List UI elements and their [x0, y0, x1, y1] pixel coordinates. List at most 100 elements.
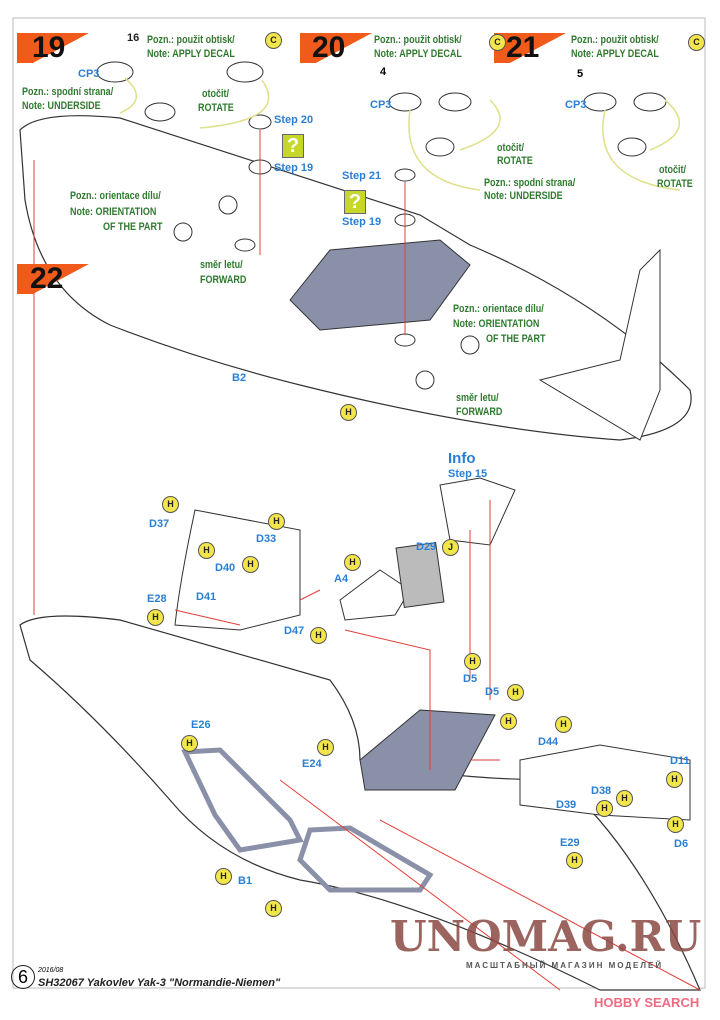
note-rotate-en: ROTATE	[198, 102, 234, 114]
armor-plate-d29	[395, 541, 445, 609]
step-20-number: 20	[312, 31, 346, 64]
paint-h-icon: H	[464, 653, 481, 670]
paint-h-icon: H	[566, 852, 583, 869]
part-label: E29	[560, 837, 580, 849]
note-orientation-en2: OF THE PART	[103, 221, 163, 233]
part-label: D5	[463, 673, 478, 685]
tail-fin	[538, 248, 661, 441]
paint-h-icon: H	[181, 735, 198, 752]
part-label: D5	[485, 686, 500, 698]
seat-a4	[339, 569, 411, 621]
page-border	[12, 17, 706, 989]
paint-h-icon: H	[215, 868, 232, 885]
paint-c-icon: C	[688, 34, 705, 51]
part-label: D41	[196, 591, 217, 603]
part-label: E26	[191, 719, 211, 731]
part-label: D38	[591, 785, 612, 797]
step-ref: Step 19	[274, 162, 314, 174]
part-label: D33	[256, 533, 277, 545]
part-label: B1	[238, 875, 253, 887]
sidewall-right	[519, 744, 691, 821]
paint-h-icon: H	[500, 713, 517, 730]
note-forward-en: FORWARD	[456, 406, 503, 418]
paint-h-icon: H	[596, 800, 613, 817]
lower-wing	[19, 615, 701, 991]
paint-h-icon: H	[340, 404, 357, 421]
info-label: Info	[448, 450, 476, 467]
part-label: D37	[149, 518, 170, 530]
part-label: A4	[334, 573, 349, 585]
hobby-search-logo: HOBBY SEARCH	[594, 995, 700, 1010]
paint-h-icon: H	[317, 739, 334, 756]
note-underside-en: Note: UNDERSIDE	[484, 190, 563, 202]
paint-h-icon: H	[147, 609, 164, 626]
paint-c-icon: C	[265, 32, 282, 49]
paint-h-icon: H	[242, 556, 259, 573]
note-underside-cz: Pozn.: spodní strana/	[22, 86, 114, 98]
paint-h-icon: H	[268, 513, 285, 530]
part-label: D40	[215, 562, 236, 574]
note-apply-decal-en: Note: APPLY DECAL	[147, 48, 235, 60]
step-22-number: 22	[30, 262, 64, 295]
watermark-subtitle: МАСШТАБНЫЙ МАГАЗИН МОДЕЛЕЙ	[466, 961, 664, 970]
info-part	[439, 477, 516, 546]
decal-number: 16	[127, 32, 140, 44]
note-apply-decal-en: Note: APPLY DECAL	[571, 48, 659, 60]
note-underside-en: Note: UNDERSIDE	[22, 100, 101, 112]
paint-h-icon: H	[310, 627, 327, 644]
step-19-number: 19	[32, 31, 66, 64]
note-orientation-en: Note: ORIENTATION	[453, 318, 540, 330]
paint-h-icon: H	[555, 716, 572, 733]
part-label: D39	[556, 799, 577, 811]
part-label: D44	[538, 736, 559, 748]
step-ref: Step 19	[342, 216, 382, 228]
paint-c-icon: C	[489, 34, 506, 51]
note-forward-cz: směr letu/	[200, 259, 243, 271]
paint-h-icon: H	[616, 790, 633, 807]
paint-h-icon: H	[344, 554, 361, 571]
floor-panel	[359, 709, 496, 791]
note-forward-cz: směr letu/	[456, 392, 499, 404]
paint-h-icon: H	[162, 496, 179, 513]
part-label: D6	[674, 838, 689, 850]
rotate-arrows	[119, 77, 681, 191]
part-label: E28	[147, 593, 167, 605]
paint-h-icon: H	[198, 542, 215, 559]
paint-h-icon: H	[507, 684, 524, 701]
part-label: E24	[302, 758, 322, 770]
print-date: 2016/08	[38, 967, 64, 974]
note-rotate-en: ROTATE	[497, 155, 533, 167]
part-label: D29	[416, 541, 437, 553]
note-orientation-en: Note: ORIENTATION	[70, 206, 157, 218]
note-apply-decal-cz: Pozn.: použit obtisk/	[374, 34, 462, 46]
part-label: CP3	[370, 99, 392, 111]
note-rotate-en: ROTATE	[657, 178, 693, 190]
part-label: CP3	[565, 99, 587, 111]
note-orientation-cz: Pozn.: orientace dílu/	[453, 303, 544, 315]
note-rotate-cz: otočit/	[202, 88, 230, 100]
question-icon: ?	[282, 134, 304, 158]
sidewall-left	[174, 509, 301, 631]
part-label: D11	[670, 755, 690, 767]
question-icon: ?	[344, 190, 366, 214]
note-underside-cz: Pozn.: spodní strana/	[484, 177, 576, 189]
paint-h-icon: H	[666, 771, 683, 788]
note-apply-decal-cz: Pozn.: použit obtisk/	[147, 34, 235, 46]
paint-h-icon: H	[265, 900, 282, 917]
kit-title: SH32067 Yakovlev Yak-3 "Normandie-Niemen…	[38, 977, 281, 989]
step-21-number: 21	[506, 31, 540, 64]
step-ref: Step 21	[342, 170, 382, 182]
wheel-well-right	[297, 825, 434, 893]
cockpit-panel	[289, 239, 471, 331]
decal-number: 5	[577, 68, 584, 80]
note-rotate-cz: otočit/	[659, 164, 687, 176]
paint-j-icon: J	[442, 539, 459, 556]
paint-h-icon: H	[667, 816, 684, 833]
note-orientation-cz: Pozn.: orientace dílu/	[70, 190, 161, 202]
part-label: D47	[284, 625, 305, 637]
note-apply-decal-cz: Pozn.: použit obtisk/	[571, 34, 659, 46]
part-label: CP3	[78, 68, 100, 80]
step-ref: Step 15	[448, 468, 488, 480]
